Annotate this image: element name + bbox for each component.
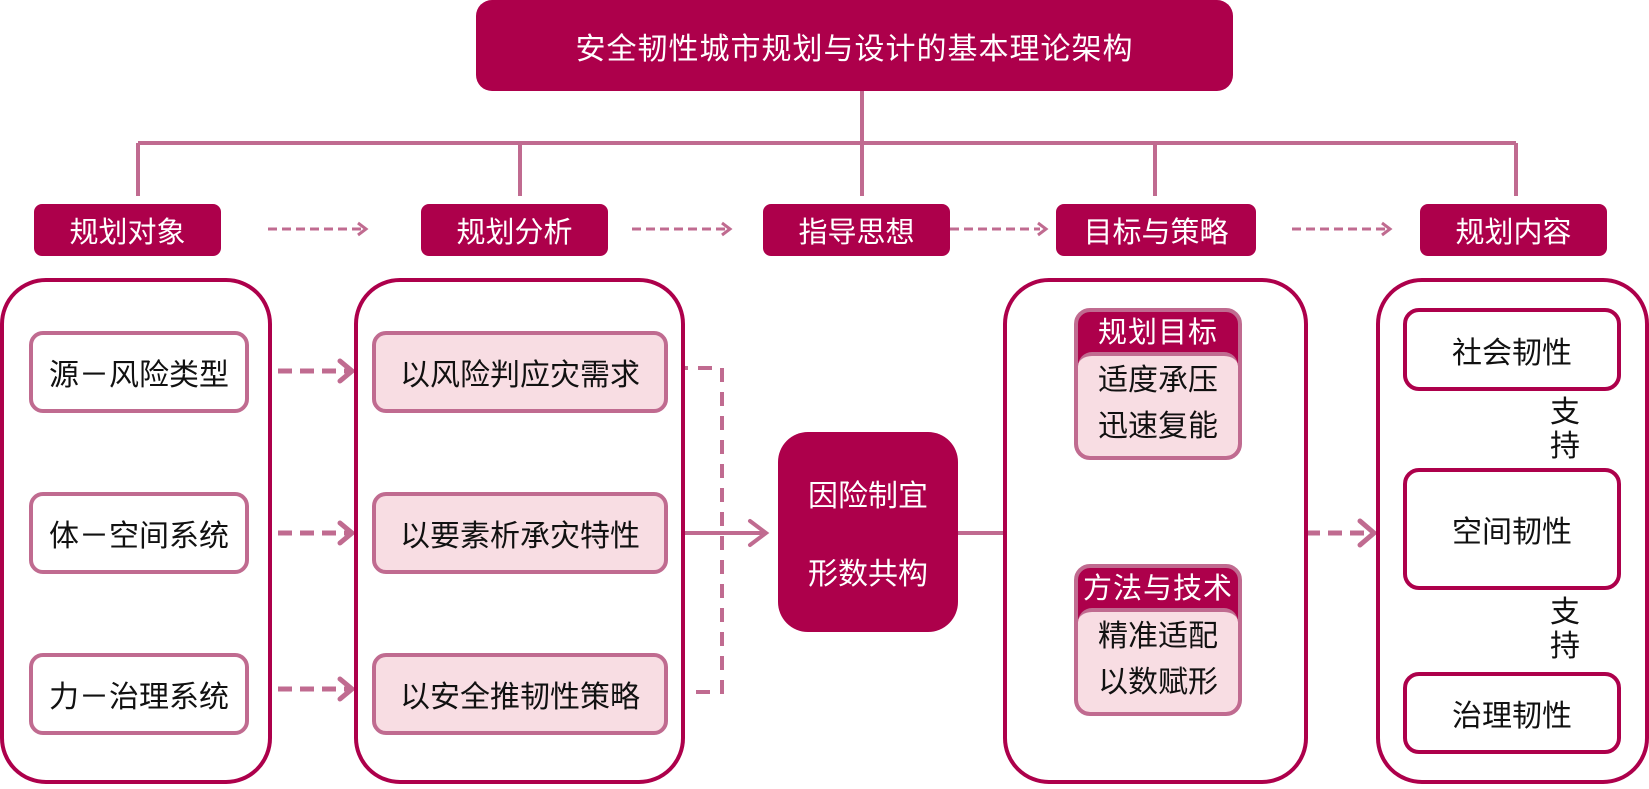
content-item-governance: 治理韧性 <box>1403 672 1621 754</box>
support-char: 支 <box>1550 395 1580 430</box>
planning-object-item: 力－治理系统 <box>29 653 249 735</box>
object-arrowhead-2 <box>337 520 356 546</box>
planning-analysis-item: 以要素析承灾特性 <box>372 492 668 574</box>
planning-object-item: 体－空间系统 <box>29 492 249 574</box>
ideology-line: 因险制宜 <box>808 479 928 514</box>
planning-object-item: 源－风险类型 <box>29 331 249 413</box>
support-label-top: 支 持 <box>1548 396 1582 464</box>
card-line: 以数赋形 <box>1098 665 1218 700</box>
card-body: 适度承压 迅速复能 <box>1078 352 1238 456</box>
header-arrowhead-3 <box>1037 221 1049 237</box>
goal-card-planning-goals: 规划目标 适度承压 迅速复能 <box>1074 308 1242 460</box>
header-goals-strategies: 目标与策略 <box>1056 204 1256 256</box>
item-label: 以风险判应灾需求 <box>400 358 640 393</box>
item-label: 体－空间系统 <box>49 519 229 554</box>
goal-card-methods-tech: 方法与技术 精准适配 以数赋形 <box>1074 564 1242 716</box>
item-label: 源－风险类型 <box>49 358 229 393</box>
header-label: 规划分析 <box>456 215 573 249</box>
item-label: 治理韧性 <box>1452 699 1572 734</box>
object-arrowhead-3 <box>337 676 356 702</box>
header-guiding-ideology: 指导思想 <box>763 204 950 256</box>
card-line: 适度承压 <box>1098 363 1218 398</box>
header-planning-analysis: 规划分析 <box>421 204 608 256</box>
content-item-social: 社会韧性 <box>1403 308 1621 391</box>
header-label: 目标与策略 <box>1083 215 1229 249</box>
support-label-bottom: 支 持 <box>1548 596 1582 664</box>
diagram-title-text: 安全韧性城市规划与设计的基本理论架构 <box>575 31 1134 67</box>
header-label: 规划对象 <box>69 215 186 249</box>
header-label: 指导思想 <box>798 215 915 249</box>
item-label: 以要素析承灾特性 <box>400 519 640 554</box>
card-line: 迅速复能 <box>1098 409 1218 444</box>
item-label: 以安全推韧性策略 <box>400 680 640 715</box>
support-char: 支 <box>1550 595 1580 630</box>
card-title: 规划目标 <box>1097 315 1218 349</box>
header-planning-object: 规划对象 <box>34 204 221 256</box>
support-char: 持 <box>1550 629 1580 664</box>
support-char: 持 <box>1550 429 1580 464</box>
header-arrowhead-1 <box>357 221 369 237</box>
item-label: 力－治理系统 <box>49 680 229 715</box>
content-item-spatial: 空间韧性 <box>1403 468 1621 590</box>
planning-analysis-item: 以风险判应灾需求 <box>372 331 668 413</box>
goals-to-content-arrowhead <box>1357 518 1378 548</box>
analysis-to-center-arrowhead <box>748 519 770 547</box>
card-line: 精准适配 <box>1098 619 1218 654</box>
analysis-bracket <box>674 366 724 694</box>
header-arrowhead-2 <box>721 221 733 237</box>
card-title: 方法与技术 <box>1082 571 1233 605</box>
item-label: 空间韧性 <box>1452 515 1572 550</box>
object-arrowhead-1 <box>337 358 356 384</box>
header-planning-content: 规划内容 <box>1420 204 1607 256</box>
card-body: 精准适配 以数赋形 <box>1078 608 1238 712</box>
guiding-ideology-box: 因险制宜 形数共构 <box>778 432 958 632</box>
header-arrowhead-4 <box>1381 221 1393 237</box>
header-label: 规划内容 <box>1455 215 1572 249</box>
ideology-line: 形数共构 <box>808 557 928 592</box>
planning-analysis-item: 以安全推韧性策略 <box>372 653 668 735</box>
item-label: 社会韧性 <box>1452 335 1572 371</box>
diagram-title: 安全韧性城市规划与设计的基本理论架构 <box>476 0 1233 91</box>
